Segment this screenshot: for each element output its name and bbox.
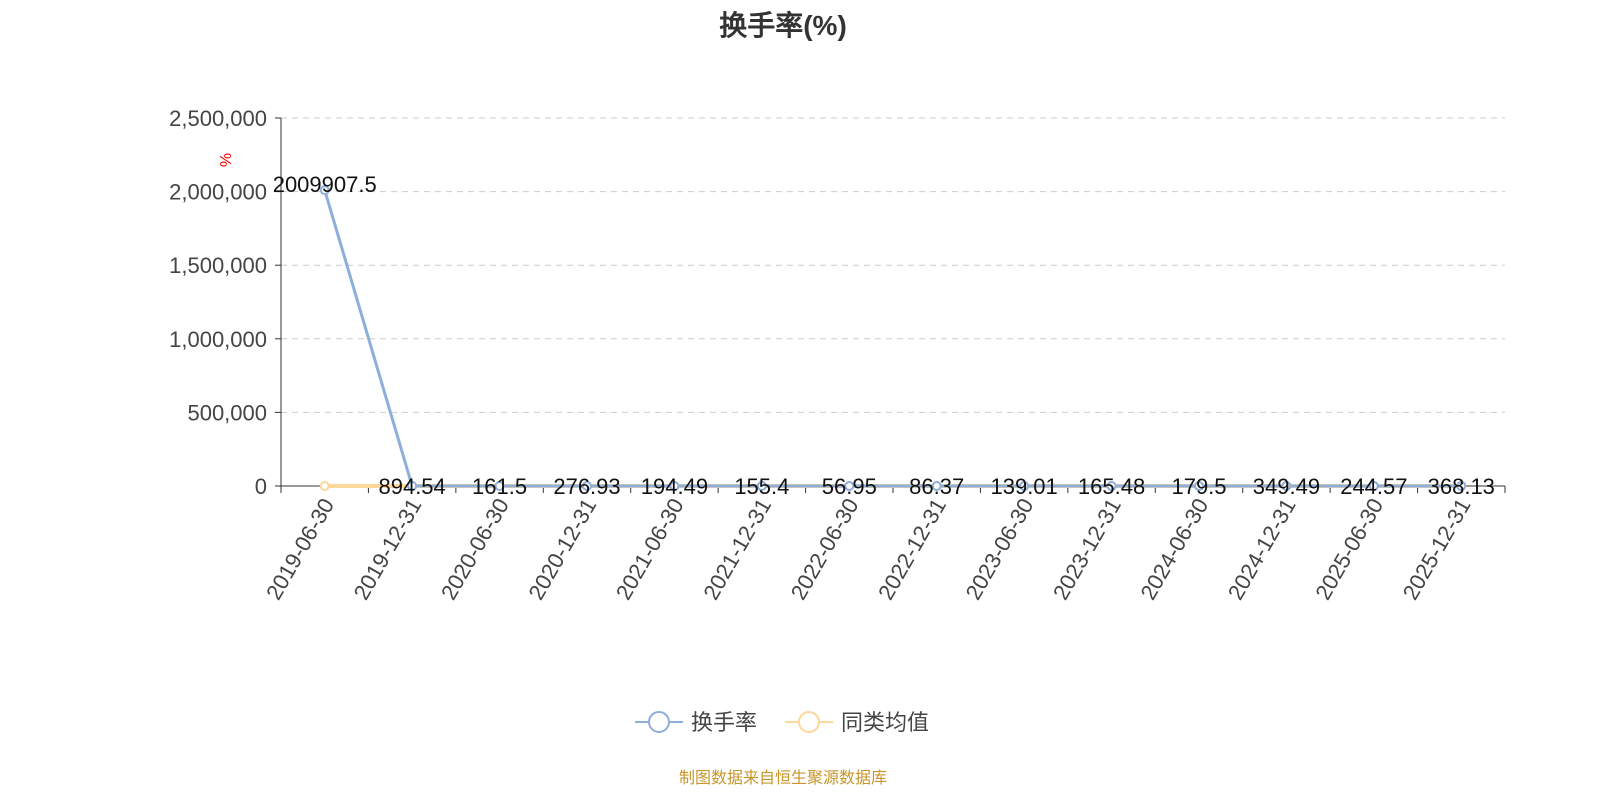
data-point <box>319 185 330 196</box>
data-point <box>1019 480 1030 491</box>
x-tick-label: 2023-06-30 <box>961 494 1039 604</box>
x-tick-label: 2024-06-30 <box>1135 494 1213 604</box>
x-tick-label: 2025-06-30 <box>1310 494 1388 604</box>
line-chart: 0 500,000 1,000,000 1,500,000 2,000,000 2,500… <box>169 106 1506 735</box>
data-label: 56.95 <box>822 474 877 499</box>
x-tick-label: 2025-12-31 <box>1398 494 1476 604</box>
data-point <box>1281 480 1292 491</box>
y-tick-label: 0 <box>255 474 267 499</box>
y-tick-label: 1,000,000 <box>169 327 267 352</box>
legend-marker-icon <box>648 711 670 733</box>
data-source-note: 制图数据来自恒生聚源数据库 <box>678 770 887 787</box>
legend-label: 同类均值 <box>841 710 929 735</box>
data-point <box>319 481 330 491</box>
data-point <box>1456 480 1467 491</box>
y-tick-label: 500,000 <box>187 400 267 425</box>
data-label: 139.01 <box>990 474 1057 499</box>
series-line-turnover <box>323 189 1462 488</box>
legend-marker-icon <box>798 711 820 733</box>
chart-title: 换手率(%) <box>719 10 847 41</box>
data-point <box>1368 480 1379 491</box>
data-point <box>844 480 855 491</box>
data-label: 368.13 <box>1428 474 1495 499</box>
x-tick-label: 2021-06-30 <box>611 494 689 604</box>
x-tick-label: 2024-12-31 <box>1223 494 1301 604</box>
data-point <box>1106 480 1117 491</box>
x-tick-label: 2019-12-31 <box>349 494 427 604</box>
data-label: 86.37 <box>909 474 964 499</box>
data-label: 165.48 <box>1078 474 1145 499</box>
data-point <box>1194 480 1204 491</box>
data-point <box>582 480 592 491</box>
x-tick-label: 2020-12-31 <box>523 494 601 604</box>
data-label: 349.49 <box>1253 474 1320 499</box>
x-tick-label: 2022-06-30 <box>786 494 864 604</box>
y-tick-label: 2,000,000 <box>169 180 267 205</box>
x-tick-label: 2021-12-31 <box>698 494 776 604</box>
x-tick-label: 2022-12-31 <box>873 494 951 604</box>
x-tick-label: 2019-06-30 <box>261 494 339 604</box>
y-axis-unit: % <box>216 153 233 167</box>
data-point <box>407 480 418 491</box>
data-point <box>931 480 942 491</box>
x-tick-label: 2023-12-31 <box>1048 494 1126 604</box>
data-label: 161.5 <box>472 474 527 499</box>
legend-label: 换手率 <box>691 710 757 735</box>
data-label: 276.93 <box>553 474 620 499</box>
data-point <box>494 480 505 491</box>
data-point <box>756 480 767 491</box>
y-tick-label: 1,500,000 <box>169 253 267 278</box>
data-label: 244.57 <box>1340 474 1407 499</box>
data-label: 155.4 <box>734 474 789 499</box>
data-label: 2009907.5 <box>273 172 377 197</box>
data-label: 179.5 <box>1171 474 1226 499</box>
y-tick-label: 2,500,000 <box>169 106 267 131</box>
data-label: 894.54 <box>378 474 445 499</box>
data-label: 194.49 <box>641 474 708 499</box>
data-point <box>669 480 680 491</box>
x-tick-label: 2020-06-30 <box>436 494 514 604</box>
